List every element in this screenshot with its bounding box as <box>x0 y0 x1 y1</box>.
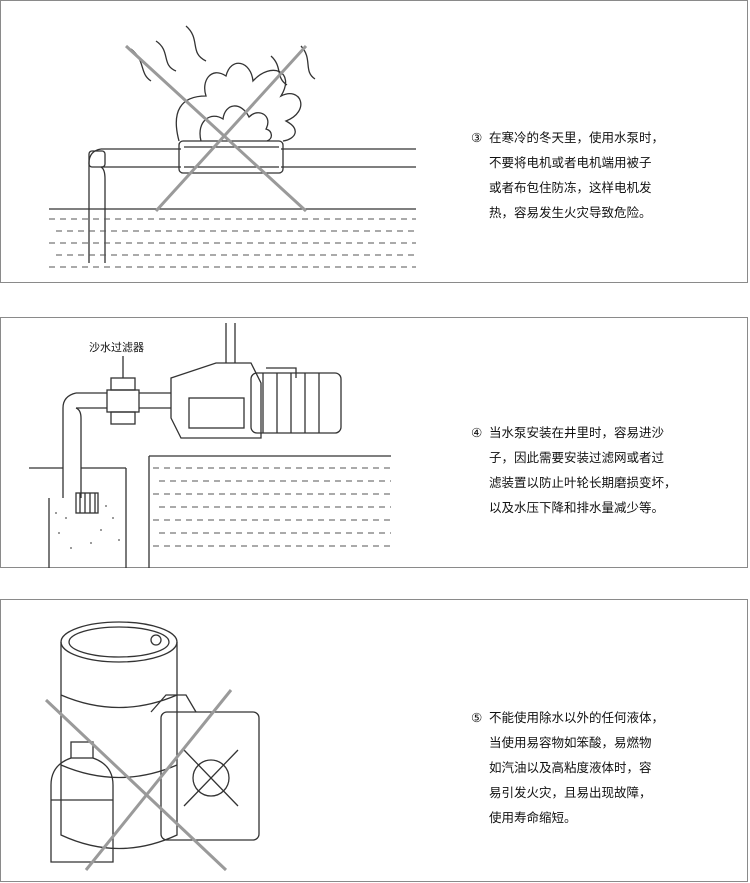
panel-number: ③ <box>471 125 489 150</box>
panel-number: ④ <box>471 420 489 445</box>
text-line: 使用寿命缩短。 <box>471 805 711 830</box>
text-line: 当使用易容物如笨酸，易燃物 <box>471 730 711 755</box>
text-line: 在寒冷的冬天里，使用水泵时， <box>489 130 664 145</box>
panel-number: ⑤ <box>471 705 489 730</box>
text-line: 不要将电机或者电机端用被子 <box>471 150 711 175</box>
fire-wrapped-pipe-crossed-icon <box>1 1 461 284</box>
text-line: 热，容易发生火灾导致危险。 <box>471 200 711 225</box>
text-line: 当水泵安装在井里时，容易进沙 <box>489 425 664 440</box>
text-line: 如汽油以及高粘度液体时，容 <box>471 755 711 780</box>
text-line: 滤装置以防止叶轮长期磨损变坏， <box>471 470 711 495</box>
text-line: 子，因此需要安装过滤网或者过 <box>471 445 711 470</box>
sand-filter-label: 沙水过滤器 <box>89 341 144 354</box>
text-line: 或者布包住防冻，这样电机发 <box>471 175 711 200</box>
panel-sand-filter: 沙水过滤器 <box>0 317 748 568</box>
pump-with-sand-filter-icon: 沙水过滤器 <box>1 318 461 569</box>
text-line: 易引发火灾，且易出现故障， <box>471 780 711 805</box>
text-line: 以及水压下降和排水量减少等。 <box>471 495 711 520</box>
barrel-and-canister-crossed-icon <box>1 600 461 883</box>
text-line: 不能使用除水以外的任何液体， <box>489 710 664 725</box>
